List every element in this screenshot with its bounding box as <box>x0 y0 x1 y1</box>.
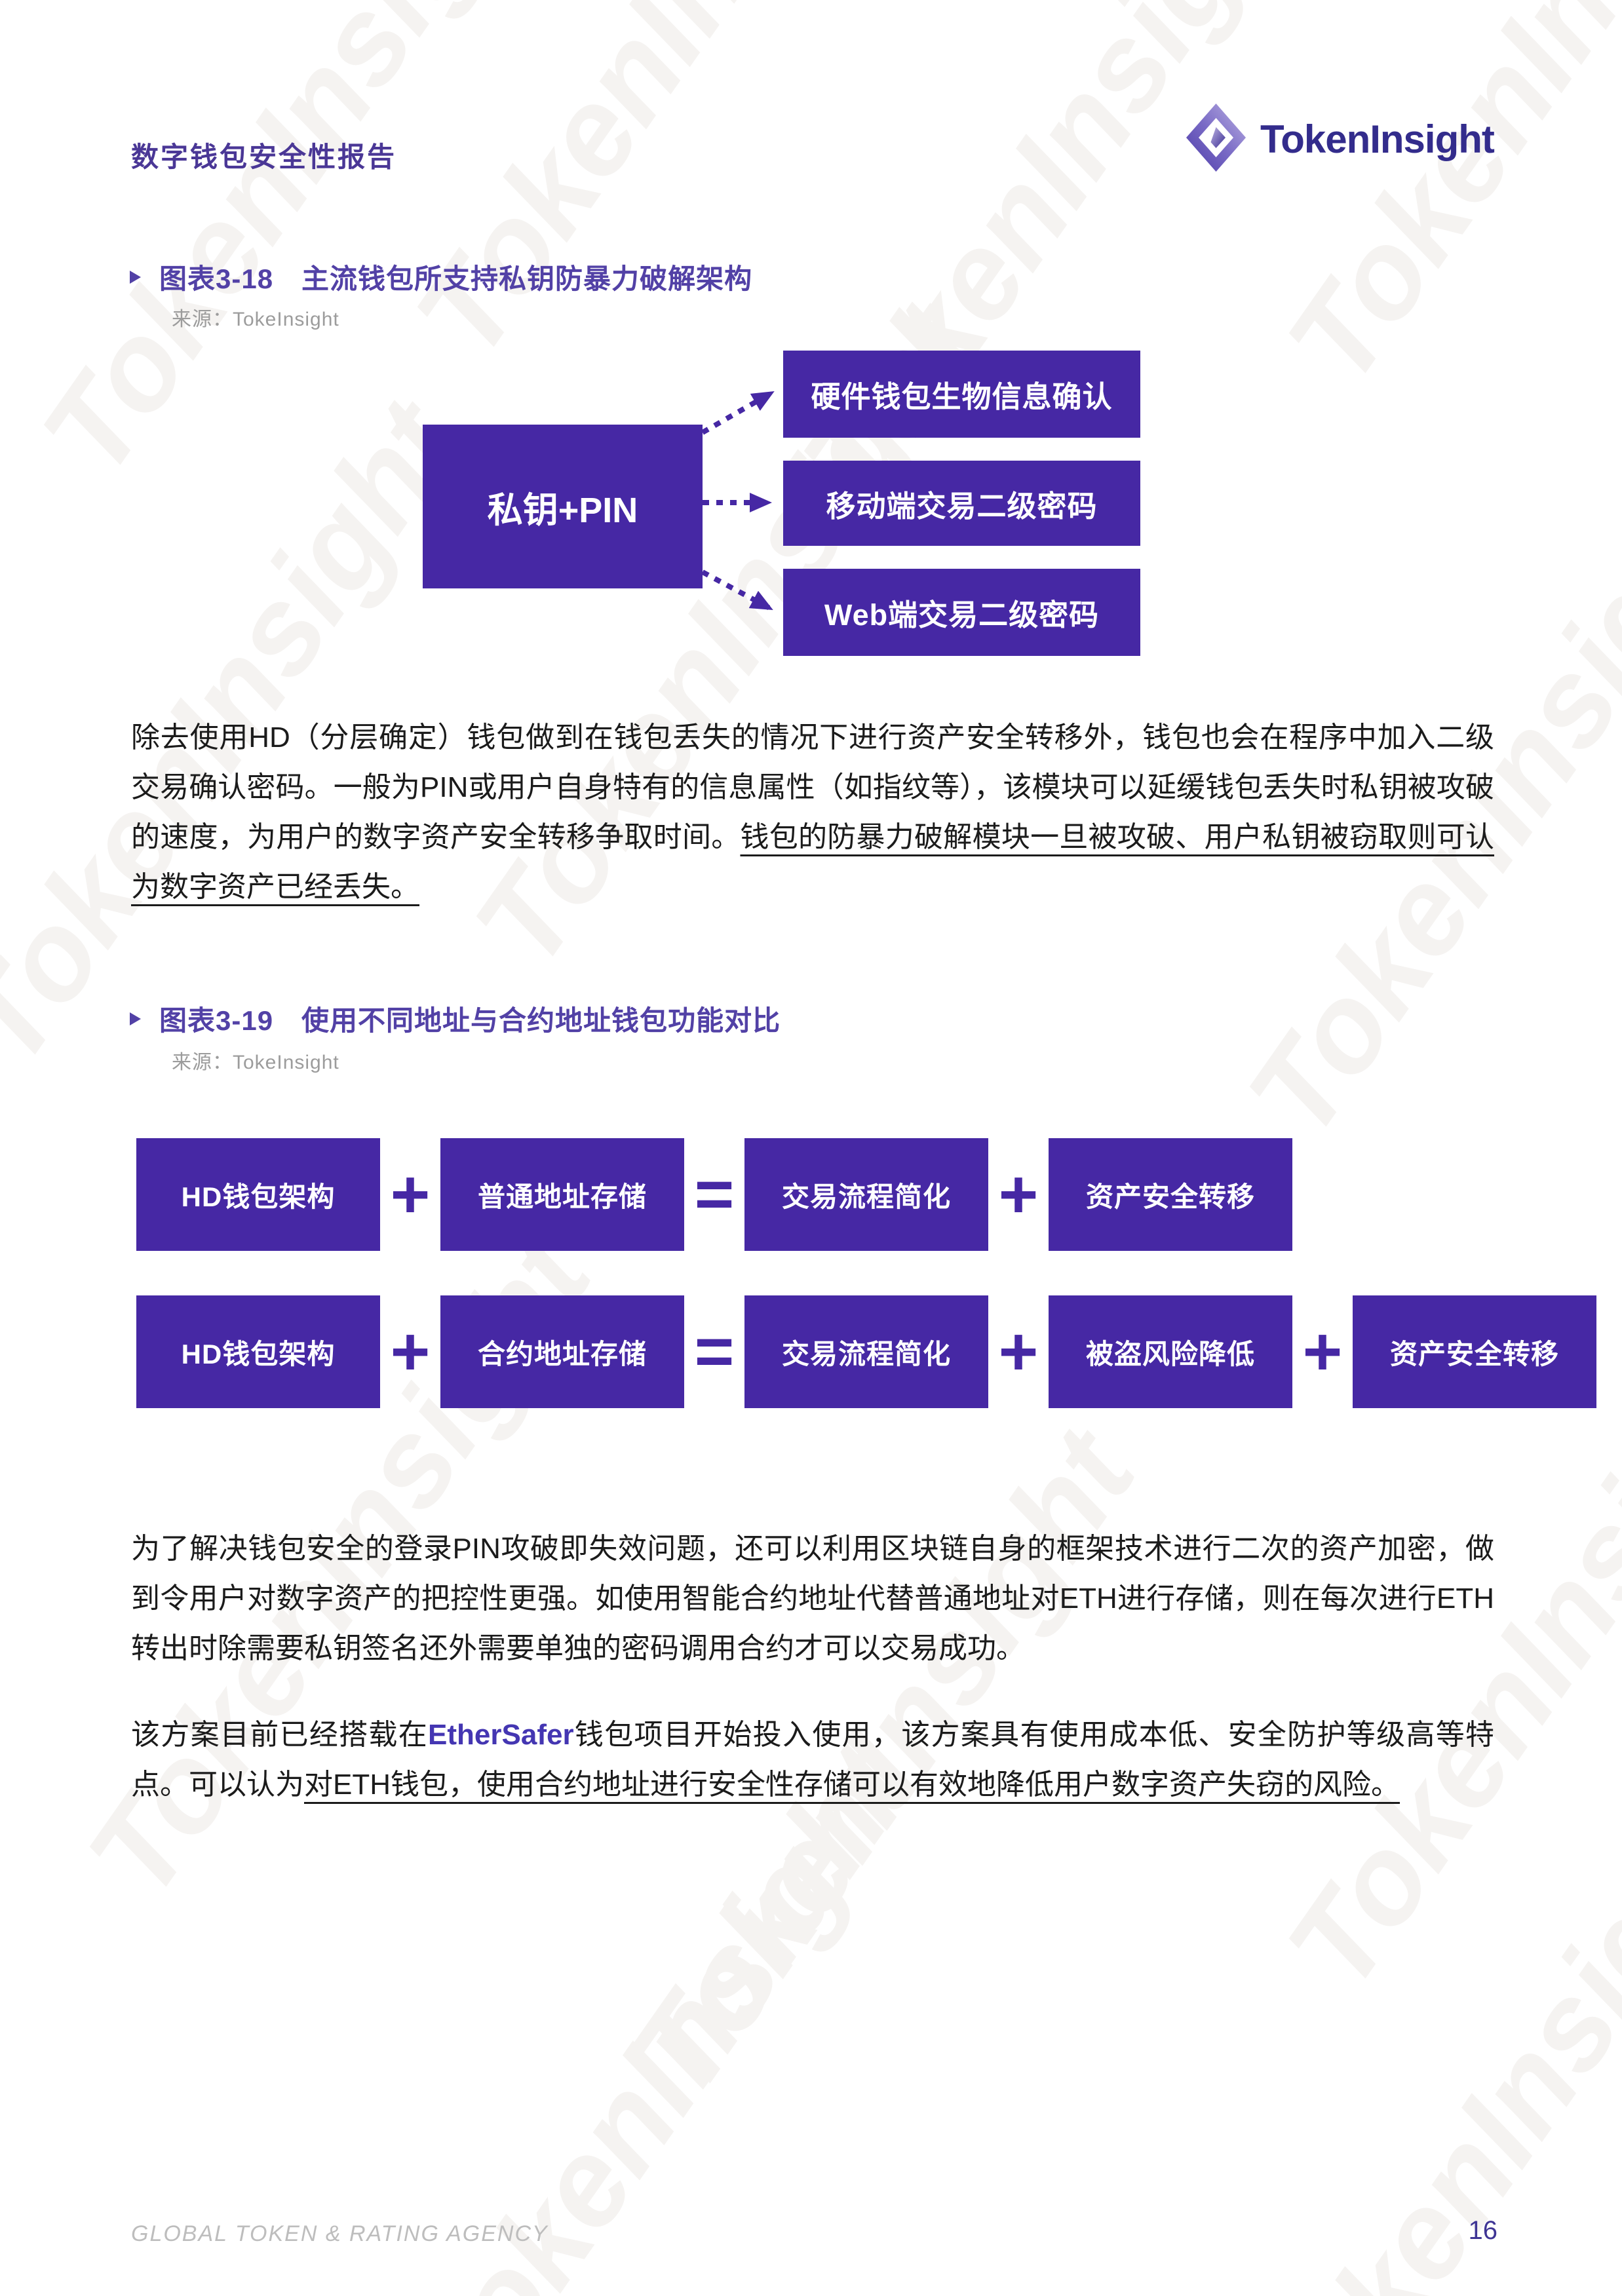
row2-plus-operator: + <box>390 1313 431 1390</box>
dotted-arrows <box>701 389 775 612</box>
triangle-bullet-icon <box>130 1012 141 1025</box>
source-value: TokeInsight <box>233 309 339 330</box>
paragraph-pin-failure: 为了解决钱包安全的登录PIN攻破即失效问题，还可以利用区块链自身的框架技术进行二… <box>131 1524 1494 1674</box>
document-title: 数字钱包安全性报告 <box>131 142 397 172</box>
figure-3-18-source: 来源：TokeInsight <box>172 303 339 332</box>
brand-name: TokenInsight <box>1260 117 1495 161</box>
paragraph-1-underlined: 钱包的防暴力破解模块一旦被攻破、用户私钥被窃取则可认为数字资产已经丢失。 <box>131 821 1495 903</box>
row2-plus-operator: + <box>998 1313 1039 1390</box>
paragraph-2-text: 为了解决钱包安全的登录PIN攻破即失效问题，还可以利用区块链自身的框架技术进行二… <box>131 1533 1494 1664</box>
figure-3-18-heading: 图表3-18 主流钱包所支持私钥防暴力破解架构 <box>130 257 752 297</box>
paragraph-1-text: 除去使用HD（分层确定）钱包做到在钱包丢失的情况下进行资产安全转移外，钱包也会在… <box>131 721 1494 853</box>
paragraph-hd-wallet: 除去使用HD（分层确定）钱包做到在钱包丢失的情况下进行资产安全转移外，钱包也会在… <box>131 713 1494 912</box>
row1-equals-operator: = <box>694 1156 735 1233</box>
source-label: 来源： <box>172 1052 233 1073</box>
paragraph-3-lead: 该方案目前已经搭载在 <box>131 1719 429 1751</box>
figure-3-19-title: 图表3-19 使用不同地址与合约地址钱包功能对比 <box>159 1005 781 1036</box>
figure-3-18-title: 图表3-18 主流钱包所支持私钥防暴力破解架构 <box>159 263 753 294</box>
brand-logo: TokenInsight <box>1185 102 1495 176</box>
figure-3-19-source: 来源：TokeInsight <box>172 1046 339 1075</box>
node-private-key-pin: 私钥+PIN <box>423 425 703 588</box>
page-number: 16 <box>1468 2216 1498 2245</box>
figure-3-19-heading: 图表3-19 使用不同地址与合约地址钱包功能对比 <box>130 999 781 1039</box>
row2-simplified-flow-box: 交易流程简化 <box>744 1295 988 1408</box>
row2-safe-transfer-box: 资产安全转移 <box>1353 1295 1596 1408</box>
row2-equals-operator: = <box>694 1313 735 1390</box>
row1-normal-address-box: 普通地址存储 <box>440 1138 684 1251</box>
node-mobile-secondary-password: 移动端交易二级密码 <box>783 461 1140 546</box>
row1-plus-operator: + <box>998 1156 1039 1233</box>
node-hardware-bio-confirm: 硬件钱包生物信息确认 <box>783 351 1140 438</box>
row1-simplified-flow-box: 交易流程简化 <box>744 1138 988 1251</box>
row1-hd-wallet-box: HD钱包架构 <box>136 1138 380 1251</box>
source-value: TokeInsight <box>233 1052 339 1073</box>
paragraph-3-underlined: 对ETH钱包，使用合约地址进行安全性存储可以有效地降低用户数字资产失窃的风险。 <box>304 1769 1400 1801</box>
row2-plus-operator: + <box>1302 1313 1343 1390</box>
ethersafer-brand: EtherSafer <box>428 1719 574 1751</box>
row1-plus-operator: + <box>390 1156 431 1233</box>
row2-contract-address-box: 合约地址存储 <box>440 1295 684 1408</box>
footer-agency-text: GLOBAL TOKEN & RATING AGENCY <box>131 2221 549 2246</box>
paragraph-3-middle: 钱包项目开始投入使用，该方案具有使用成本低、安全防护等级高等特点。可以认为 <box>131 1719 1495 1801</box>
row2-theft-risk-box: 被盗风险降低 <box>1049 1295 1292 1408</box>
source-label: 来源： <box>172 309 233 330</box>
paragraph-ethersafer: 该方案目前已经搭载在EtherSafer钱包项目开始投入使用，该方案具有使用成本… <box>131 1710 1494 1810</box>
row2-hd-wallet-box: HD钱包架构 <box>136 1295 380 1408</box>
row1-safe-transfer-box: 资产安全转移 <box>1049 1138 1292 1251</box>
node-web-secondary-password: Web端交易二级密码 <box>783 569 1140 656</box>
brand-diamond-icon <box>1185 102 1247 176</box>
triangle-bullet-icon <box>130 270 141 284</box>
figure-3-18-diagram: 私钥+PIN 硬件钱包生物信息确认 移动端交易二级密码 Web端交易二级密码 <box>387 341 1160 668</box>
